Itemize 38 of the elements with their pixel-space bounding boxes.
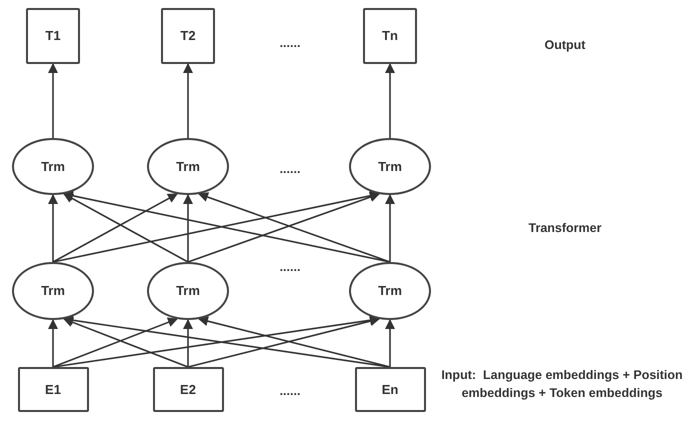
node-label: E1 bbox=[45, 380, 61, 399]
arrow bbox=[48, 319, 58, 367]
token-box bbox=[152, 367, 224, 412]
arrow bbox=[385, 63, 395, 138]
arrow bbox=[52, 318, 178, 368]
node-label: E2 bbox=[180, 380, 196, 399]
arrow bbox=[385, 319, 395, 367]
node-label: Trm bbox=[41, 158, 65, 176]
arrow bbox=[183, 319, 193, 367]
arrow bbox=[48, 63, 58, 138]
arrow bbox=[183, 194, 193, 262]
node-label: En bbox=[382, 380, 398, 399]
annotation-text: Transformer bbox=[528, 220, 602, 237]
token-box bbox=[18, 367, 88, 412]
node-label: T2 bbox=[180, 27, 196, 46]
arrow bbox=[48, 194, 58, 262]
token-box bbox=[363, 8, 417, 64]
token-box bbox=[161, 8, 215, 64]
annotation-text: ...... bbox=[278, 161, 302, 178]
arrow bbox=[385, 194, 395, 262]
node-label: Trm bbox=[176, 282, 200, 300]
node-label: T1 bbox=[45, 27, 61, 46]
node-label: Trm bbox=[378, 158, 402, 176]
annotation-text: Output bbox=[544, 37, 586, 54]
annotation-text: ...... bbox=[278, 259, 302, 276]
node-label: Tn bbox=[382, 27, 398, 46]
token-box bbox=[354, 367, 426, 412]
annotation-text: Input: Language embeddings + Position embeddings + Token embeddings bbox=[440, 367, 684, 402]
token-box bbox=[26, 8, 80, 64]
annotation-text: ...... bbox=[278, 383, 302, 400]
node-label: Trm bbox=[176, 158, 200, 176]
arrow bbox=[63, 193, 188, 263]
arrow bbox=[183, 63, 193, 138]
arrow bbox=[63, 318, 188, 368]
node-label: Trm bbox=[378, 282, 402, 300]
annotation-text: ...... bbox=[278, 35, 302, 52]
arrow bbox=[52, 193, 178, 263]
node-label: Trm bbox=[41, 282, 65, 300]
